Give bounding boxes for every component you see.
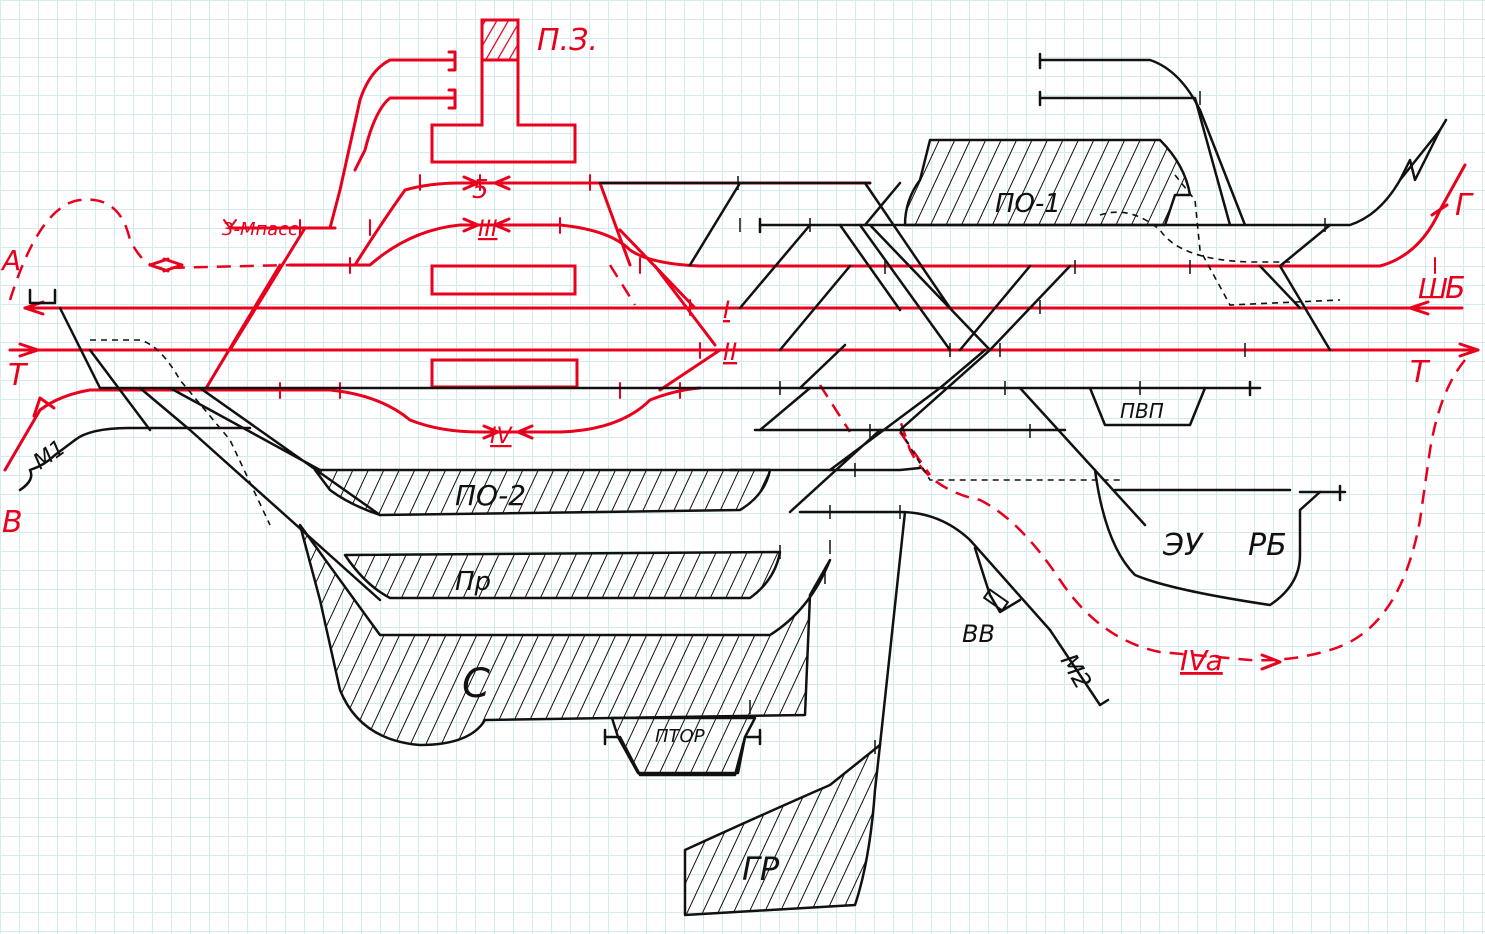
label-m-pass: 3-Мпасс (222, 219, 298, 240)
label-vv: ВВ (962, 620, 995, 648)
arrow-IVa (1260, 653, 1282, 671)
pass-yard-lead-1 (328, 58, 457, 230)
direction-v-line (3, 388, 92, 472)
freight-dashed-1 (90, 339, 271, 526)
passenger-connector-2 (228, 226, 307, 352)
freight-track-lower (73, 426, 252, 442)
m1-wave (18, 438, 77, 492)
label-t-right: Т (1410, 355, 1431, 390)
freight-track-po1 (758, 128, 1442, 227)
passenger-connector-5 (618, 228, 697, 310)
freight-ladders (688, 181, 1332, 514)
label-track-IVa: IVa (1180, 644, 1223, 677)
freight-dashed-4 (899, 429, 1120, 481)
eu-rb-outline (1093, 468, 1322, 607)
label-track-III: III (478, 217, 497, 242)
label-track-I: I (723, 296, 730, 324)
sh-left-mark (28, 288, 57, 305)
label-dir-b: Б (1445, 271, 1466, 306)
freight-dashed-3 (1174, 174, 1341, 306)
arrow-left-track-I-right (1408, 300, 1430, 316)
label-ptor: ПТОР (655, 726, 705, 747)
label-dir-a: А (0, 244, 21, 277)
arrow-right-track-II (1458, 342, 1480, 358)
platform-1 (430, 264, 577, 296)
label-pz: П.З. (537, 23, 598, 58)
passenger-signals (279, 174, 1436, 399)
platform-2 (430, 358, 579, 389)
m-pass-marker (223, 219, 237, 230)
s-area (298, 523, 832, 747)
passenger-connector-3 (598, 181, 632, 267)
arrow-v (32, 396, 56, 418)
track-III (298, 163, 1467, 268)
track-IV (88, 386, 702, 434)
po1-area (903, 138, 1192, 227)
freight-approach-1 (1038, 58, 1247, 227)
arrow-track-III (462, 217, 511, 233)
top-right-squiggle (1398, 118, 1448, 182)
m2-end (1048, 628, 1110, 707)
arrow-track-5 (462, 175, 511, 191)
label-gr: ГР (742, 850, 780, 888)
dir-g-tick (1430, 203, 1449, 217)
dashed-short-1 (818, 384, 852, 433)
label-po1: ПО-1 (995, 189, 1061, 219)
ptor-box (610, 716, 757, 775)
dashed-track-IVa (898, 359, 1466, 662)
end-stop-2 (447, 88, 457, 110)
freight-track-eu (1018, 386, 1147, 527)
gr-track (878, 510, 907, 747)
dashed-loop-left (8, 198, 291, 301)
end-stop-1 (447, 50, 457, 72)
label-dir-g: Г (1455, 188, 1474, 223)
label-pr: Пр (455, 567, 491, 597)
pz-building-outline (430, 60, 577, 164)
passenger-connector-4 (653, 264, 717, 347)
label-eu: ЭУ (1162, 528, 1204, 563)
freight-track-po2 (728, 466, 922, 472)
arrow-left-dashed (148, 257, 184, 273)
label-m2: М2 (1055, 649, 1097, 694)
label-track-IV: IV (490, 424, 513, 449)
arrow-track-IV (482, 424, 534, 440)
label-track-II: II (723, 338, 737, 366)
freight-dashed-2 (1099, 211, 1290, 263)
label-po2: ПО-2 (455, 479, 526, 512)
freight-track-m2 (798, 510, 1052, 632)
arrow-right-track-II-left (18, 342, 40, 358)
label-rb: РБ (1248, 528, 1287, 563)
label-sh-right: Ш (1418, 272, 1448, 305)
pvp-outline (1088, 386, 1207, 427)
po2-area (313, 468, 772, 517)
pass-yard-lead-2 (353, 96, 457, 172)
track-5 (288, 181, 872, 267)
label-pvp: ПВП (1120, 399, 1164, 423)
freight-left-ladder (58, 306, 382, 602)
label-t-left: Т (8, 358, 29, 393)
freight-end-stops (603, 52, 1342, 746)
label-s: С (462, 661, 490, 707)
passenger-connector-6 (658, 348, 722, 392)
vv-symbol (982, 588, 1010, 612)
pr-area (343, 550, 782, 600)
freight-signals (737, 91, 1326, 754)
pz-building-hatched (480, 18, 520, 62)
freight-approach-2 (1038, 96, 1232, 227)
label-dir-v: В (2, 505, 23, 540)
vv-box (973, 546, 1022, 614)
label-track-5: 5 (472, 175, 489, 205)
freight-part (18, 52, 1448, 917)
dashed-short-3 (608, 264, 637, 306)
gr-area (683, 743, 882, 917)
